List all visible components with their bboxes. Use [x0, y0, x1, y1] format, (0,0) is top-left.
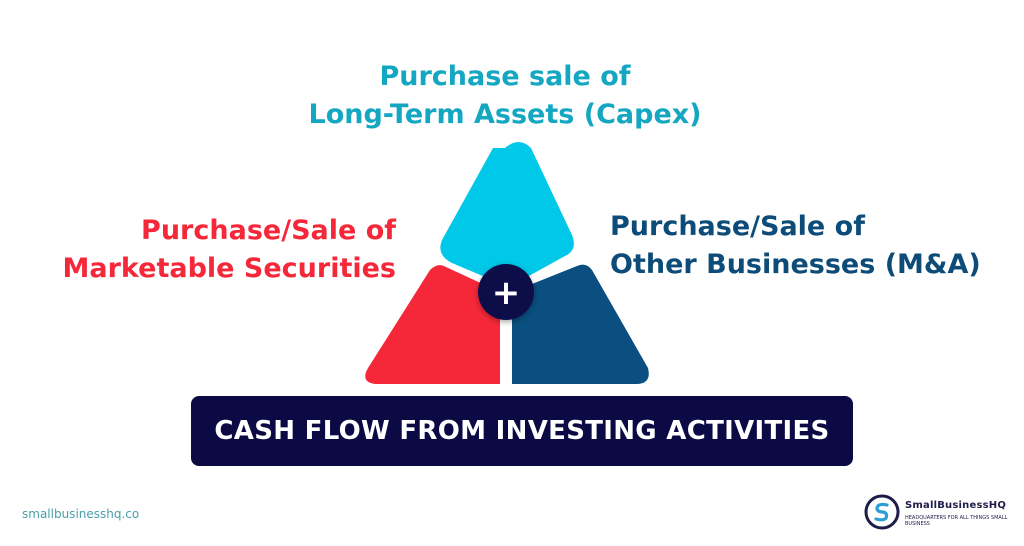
s-circle-icon [864, 494, 900, 530]
triangle-segment-left [365, 265, 500, 384]
plus-icon: + [492, 273, 521, 313]
segment-label-left-line1: Purchase/Sale of [141, 215, 396, 246]
triangle-segment-right [512, 264, 649, 384]
segment-label-right-line1: Purchase/Sale of [610, 211, 865, 242]
title-banner: CASH FLOW FROM INVESTING ACTIVITIES [191, 396, 853, 466]
diagram-title: CASH FLOW FROM INVESTING ACTIVITIES [214, 416, 830, 446]
segment-label-top: Purchase sale of Long-Term Assets (Capex… [0, 58, 1010, 134]
logo-name: SmallBusinessHQ [905, 500, 1007, 511]
segment-label-top-line1: Purchase sale of [379, 61, 631, 92]
triangle-segment-top [440, 142, 574, 282]
segment-label-left: Purchase/Sale of Marketable Securities [63, 212, 396, 288]
site-url: smallbusinesshq.co [22, 507, 140, 521]
segment-label-left-line2: Marketable Securities [62, 253, 396, 284]
segment-label-top-line2: Long-Term Assets (Capex) [308, 99, 702, 130]
logo-tagline: HEADQUARTERS FOR ALL THINGS SMALL BUSINE… [905, 515, 1008, 527]
center-circle [478, 264, 534, 320]
brand-logo: SmallBusinessHQ HEADQUARTERS FOR ALL THI… [864, 494, 1014, 530]
segment-label-right: Purchase/Sale of Other Businesses (M&A) [610, 208, 981, 284]
segment-label-right-line2: Other Businesses (M&A) [610, 249, 981, 280]
